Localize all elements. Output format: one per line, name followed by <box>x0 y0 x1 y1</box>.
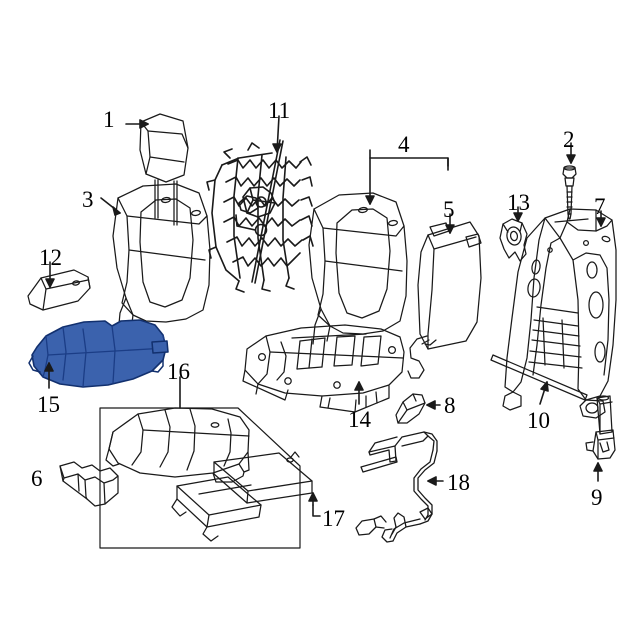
callout-label-18: 18 <box>447 470 470 495</box>
callout-label-11: 11 <box>268 98 291 123</box>
part-seat-back-frame <box>502 208 617 419</box>
callout-leaders <box>44 115 606 517</box>
part-recliner-handle <box>395 393 426 424</box>
callout-label-17: 17 <box>322 506 345 531</box>
part-seat-cushion-pad-highlighted <box>28 319 169 388</box>
part-lower-cushion-assembly <box>105 407 250 483</box>
part-seat-back-trim-panel <box>407 221 482 379</box>
part-adjuster-motor <box>585 395 616 460</box>
callout-label-5: 5 <box>443 197 455 222</box>
part-armrest <box>27 269 91 311</box>
part-group-16-outline <box>99 407 301 549</box>
callout-label-8: 8 <box>444 393 456 418</box>
part-suspension-spring <box>206 139 314 293</box>
part-wiring-harness <box>355 431 438 543</box>
callout-label-12: 12 <box>39 245 62 270</box>
callout-label-2: 2 <box>563 127 575 152</box>
callout-label-10: 10 <box>527 408 550 433</box>
part-cushion-trim-panels <box>171 451 313 542</box>
part-seat-back-bolt <box>562 165 577 220</box>
callout-label-7: 7 <box>594 194 606 219</box>
part-track-end-cover <box>59 461 119 507</box>
part-seat-back-assembly <box>242 192 408 413</box>
callout-label-1: 1 <box>103 107 115 132</box>
callout-label-6: 6 <box>31 466 43 491</box>
callout-label-4: 4 <box>398 132 410 157</box>
part-side-molding <box>490 354 588 401</box>
callout-label-3: 3 <box>82 187 94 212</box>
callout-label-13: 13 <box>507 190 530 215</box>
callout-label-9: 9 <box>591 485 603 510</box>
part-headrest <box>139 113 189 226</box>
callout-label-16: 16 <box>167 359 190 384</box>
callout-label-15: 15 <box>37 392 60 417</box>
part-pivot-bracket <box>499 218 528 262</box>
callout-label-14: 14 <box>348 407 371 432</box>
